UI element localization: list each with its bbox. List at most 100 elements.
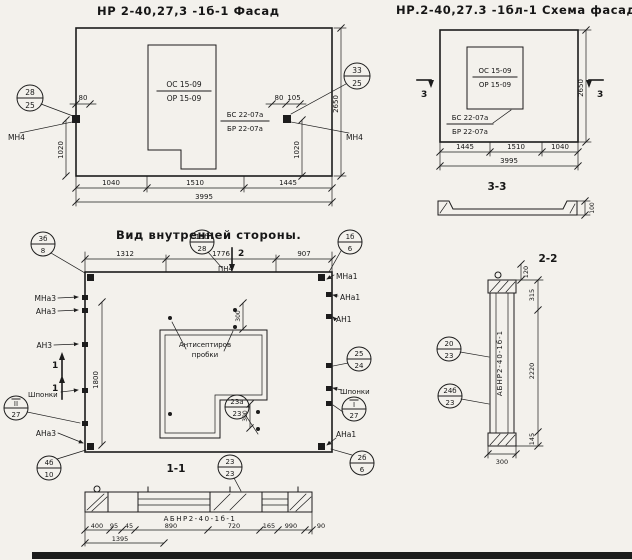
pn4-label: ПН4 (218, 265, 234, 273)
ana1-label: АНа1 (340, 293, 360, 302)
plug-mark (168, 316, 172, 320)
section11-outline (84, 491, 313, 513)
corner-anchor (318, 274, 325, 281)
callout-bottom: 27 (350, 412, 359, 420)
cut-label: 3 (597, 90, 603, 100)
dim-label: 315 (528, 289, 536, 301)
corner-anchor (87, 274, 94, 281)
dim-label: 105 (287, 94, 300, 102)
edge-mark (326, 386, 332, 391)
callout-top: II (14, 400, 18, 408)
leader-arrow (326, 274, 335, 280)
ana1-bottom-label: АНа1 (336, 430, 356, 439)
leader-arrow (53, 342, 79, 347)
section22-mark: АБНР2-40-1б-1 (496, 330, 504, 396)
section11-title: 1-1 (167, 463, 186, 475)
leader-line (56, 449, 87, 460)
dim-label: 400 (91, 522, 103, 530)
plug-mark (233, 308, 237, 312)
ana3-bottom-label: АНа3 (36, 429, 56, 438)
callout-top: 20 (445, 340, 454, 348)
facade-window-mark-top: ОС 15-09 (166, 80, 202, 89)
dim-label: 1395 (112, 535, 129, 543)
scheme-title: НР.2-40,27.3 -1бл-1 Схема фасада (396, 3, 632, 17)
scheme-panel-outline (439, 29, 579, 143)
callout-top: 19б (195, 233, 208, 241)
facade-panel-mark-top: БС 22-07а (227, 111, 264, 119)
hatch-line (91, 496, 108, 512)
leader-line (290, 121, 350, 134)
dim-label: 1445 (456, 143, 474, 151)
edge-mark (326, 292, 332, 297)
dim-label: 1510 (186, 179, 204, 187)
hatch-line (497, 280, 509, 293)
dim-label: 145 (528, 433, 536, 445)
cut-arrow (59, 352, 65, 360)
dim-label: 1800 (92, 371, 100, 389)
facade-view: НР 2-40,27,3 -1б-1 Фасад ОС 15-09 ОР 15-… (8, 4, 371, 207)
edge-mark (326, 363, 332, 368)
dim-label: 1040 (102, 179, 120, 187)
dim-label: 3995 (195, 193, 213, 201)
facade-panel-mark-bottom: БР 22-07а (227, 125, 263, 133)
mna3-label: МНа3 (35, 294, 57, 303)
dim-label: 1776 (212, 250, 230, 258)
anchor-square-left (72, 115, 80, 123)
facade-title: НР 2-40,27,3 -1б-1 Фасад (97, 4, 280, 18)
hatch-line (505, 281, 516, 293)
callout-bottom: 23 (233, 410, 242, 418)
scheme-window-mark-bottom: ОР 15-09 (479, 81, 511, 89)
leader-arrow (57, 295, 79, 300)
hatch-line (569, 203, 576, 214)
leader-line (50, 252, 86, 274)
anchor-label-right: МН4 (346, 133, 363, 142)
callout-top: 28 (25, 88, 35, 97)
hatch-line (289, 493, 307, 511)
edge-mark (82, 295, 88, 300)
leader-line (40, 103, 74, 117)
plugs-label-2: пробки (192, 351, 218, 359)
shponki-left-label: Шпонки (28, 391, 58, 399)
dim-label: 2650 (577, 79, 585, 97)
scheme-window-mark-top: ОС 15-09 (479, 67, 512, 75)
leader-arrow (57, 432, 84, 444)
an3-label: АН3 (36, 341, 52, 350)
callout-bottom: 24 (355, 362, 364, 370)
callout-bottom: 8 (41, 247, 45, 255)
callout-bottom: 25 (25, 101, 35, 110)
callout-bottom: 23 (446, 399, 455, 407)
leader-line (330, 448, 353, 456)
leader-line (332, 404, 344, 413)
dim-label: 90 (317, 522, 325, 530)
dim-label: 1445 (279, 179, 297, 187)
dim-label: 100 (589, 202, 596, 214)
hatch-line (86, 493, 105, 511)
leader-line (459, 351, 490, 358)
dim-label: 990 (285, 522, 297, 530)
scheme-opening (466, 46, 524, 110)
callout-top: 23а (230, 398, 243, 406)
inner-view: Вид внутренней стороны. 3б 8 19б 28 1б 6… (3, 228, 375, 481)
loop-detail (93, 485, 101, 493)
anchor-label-left: МН4 (8, 133, 25, 142)
callout-top: 25 (355, 350, 364, 358)
leader-line (328, 250, 342, 273)
inner-title: Вид внутренней стороны. (116, 228, 301, 242)
plug-mark (168, 412, 172, 416)
callout-bottom: 25 (352, 79, 362, 88)
dim-label: 120 (522, 266, 530, 278)
dim-label: 720 (228, 522, 240, 530)
dim-label: 80 (79, 94, 88, 102)
plug-mark (233, 325, 237, 329)
plugs-label-1: Антисептиров (179, 341, 231, 349)
mna1-label: МНа1 (336, 272, 358, 281)
edge-mark (326, 401, 332, 406)
leader-line (233, 477, 242, 492)
leader-arrow (332, 293, 339, 298)
scheme-view: НР.2-40,27.3 -1бл-1 Схема фасада ОС 15-0… (396, 3, 632, 219)
sheet-frame-edge (32, 552, 632, 559)
an1-label: АН1 (336, 315, 352, 324)
inner-opening-outer (159, 329, 268, 439)
cut-arrow (586, 80, 592, 88)
